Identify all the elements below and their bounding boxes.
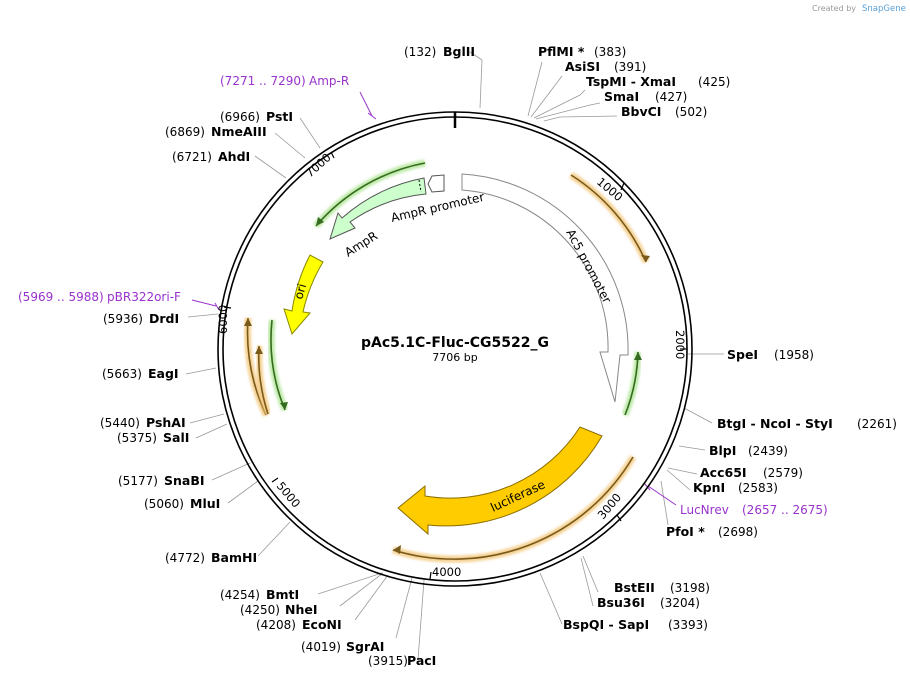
site-pos-paci: (3915) [368,654,408,668]
site-name-asisi[interactable]: AsiSI [565,59,600,74]
site-name-btgi-ncoi-styi[interactable]: BtgI - NcoI - StyI [717,416,833,431]
site-name-bsteii[interactable]: BstEII [614,580,655,595]
site-pos-blpi: (2439) [748,444,788,458]
site-pos-drdi: (5936) [103,312,143,326]
site-pos-snabi: (5177) [118,474,158,488]
plasmid-name: pAc5.1C-Fluc-CG5522_G [361,335,549,351]
tick-label-4000: 4000 [432,565,461,579]
site-name-nhei[interactable]: NheI [285,602,318,617]
site-pos-sali: (5375) [117,431,157,445]
site-pos-psti: (6966) [220,110,260,124]
site-name-smai[interactable]: SmaI [604,89,639,104]
primer-name-lucnrev[interactable]: LucNrev [680,503,729,517]
site-pos-mlui: (5060) [144,497,184,511]
site-pos-bmti: (4254) [220,588,260,602]
ori-label: ori [291,282,309,301]
site-name-drdi[interactable]: DrdI [149,311,179,326]
site-name-kpni[interactable]: KpnI [693,480,725,495]
site-pos-pflmi: (383) [594,45,626,59]
site-pos-spei: (1958) [774,348,814,362]
site-pos-bsteii: (3198) [670,581,710,595]
primer-name-amp-r[interactable]: Amp-R [309,74,349,88]
ampr-label: AmpR [342,229,380,260]
site-name-pfoi[interactable]: PfoI * [666,524,705,539]
site-name-ahdi[interactable]: AhdI [218,149,250,164]
site-pos-nmeaiii: (6869) [165,125,205,139]
plasmid-size: 7706 bp [432,351,477,364]
site-pos-pfoi: (2698) [718,525,758,539]
site-pos-ahdi: (6721) [172,150,212,164]
site-name-pflmi[interactable]: PflMI * [538,44,585,59]
site-name-spei[interactable]: SpeI [727,347,758,362]
site-name-bamhi[interactable]: BamHI [211,550,257,565]
primer-range-lucnrev: (2657 .. 2675) [742,503,828,517]
site-pos-bbvci: (502) [675,105,707,119]
site-name-bspqi-sapi[interactable]: BspQI - SapI [563,617,649,632]
ampr-arrow[interactable] [329,177,427,240]
site-name-bmti[interactable]: BmtI [266,587,299,602]
snapgene-brand: Created by SnapGene [812,4,906,14]
site-pos-nhei: (4250) [240,603,280,617]
coordinate-ticks [223,151,687,580]
site-name-bsu36i[interactable]: Bsu36I [597,595,645,610]
primer-name-pbr322ori-f[interactable]: pBR322ori-F [107,290,181,304]
primer-range-pbr322ori-f: (5969 .. 5988) [18,290,104,304]
site-pos-asisi: (391) [614,60,646,74]
site-pos-bamhi: (4772) [165,551,205,565]
ori-arrow[interactable] [283,254,324,336]
site-name-psti[interactable]: PstI [266,109,293,124]
site-pos-pshai: (5440) [100,416,140,430]
restriction-site-labels: (132) BglII PflMI * (383) AsiSI (391) Ts… [100,44,897,668]
site-name-mlui[interactable]: MluI [190,496,220,511]
tick-label-6000: 6000 [216,305,230,334]
site-name-tspmi-xmai[interactable]: TspMI - XmaI [586,74,676,89]
luciferase-arrow[interactable] [397,426,603,536]
created-by-text: Created by [812,4,856,13]
site-name-eagi[interactable]: EagI [148,366,179,381]
snapgene-logo-text: SnapGene [862,4,906,14]
orf-arcs [244,159,650,563]
site-name-sali[interactable]: SalI [163,430,189,445]
primer-labels: (7271 .. 7290) Amp-R (5969 .. 5988) pBR3… [18,74,828,517]
site-name-snabi[interactable]: SnaBI [164,473,205,488]
site-pos-bglii: (132) [404,45,436,59]
site-name-econi[interactable]: EcoNI [302,617,342,632]
site-pos-acc65i: (2579) [763,466,803,480]
tick-label-3000: 3000 [595,490,625,521]
tick-label-2000: 2000 [673,330,687,359]
site-pos-smai: (427) [655,90,687,104]
site-pos-eagi: (5663) [102,367,142,381]
orf-arrowhead [641,255,650,262]
site-pos-econi: (4208) [256,618,296,632]
site-pos-btgi-ncoi-styi: (2261) [857,417,897,431]
site-leader-lines [185,51,724,661]
site-name-blpi[interactable]: BlpI [709,443,736,458]
site-pos-kpni: (2583) [738,481,778,495]
ampr-promoter-arrow[interactable] [427,174,445,193]
site-pos-bspqi-sapi: (3393) [668,618,708,632]
site-pos-sgrai: (4019) [301,640,341,654]
site-pos-tspmi-xmai: (425) [698,75,730,89]
site-name-acc65i[interactable]: Acc65I [700,465,747,480]
site-name-bbvci[interactable]: BbvCI [621,104,661,119]
site-pos-bsu36i: (3204) [660,596,700,610]
site-name-paci[interactable]: PacI [407,653,436,668]
site-name-pshai[interactable]: PshAI [146,415,186,430]
site-name-sgrai[interactable]: SgrAI [346,639,384,654]
primer-leader-lines [191,91,677,506]
site-name-bglii[interactable]: BglII [443,44,475,59]
primer-range-amp-r: (7271 .. 7290) [220,74,306,88]
ac5-promoter-arrow[interactable] [461,173,629,403]
site-name-nmeaiii[interactable]: NmeAIII [211,124,267,139]
